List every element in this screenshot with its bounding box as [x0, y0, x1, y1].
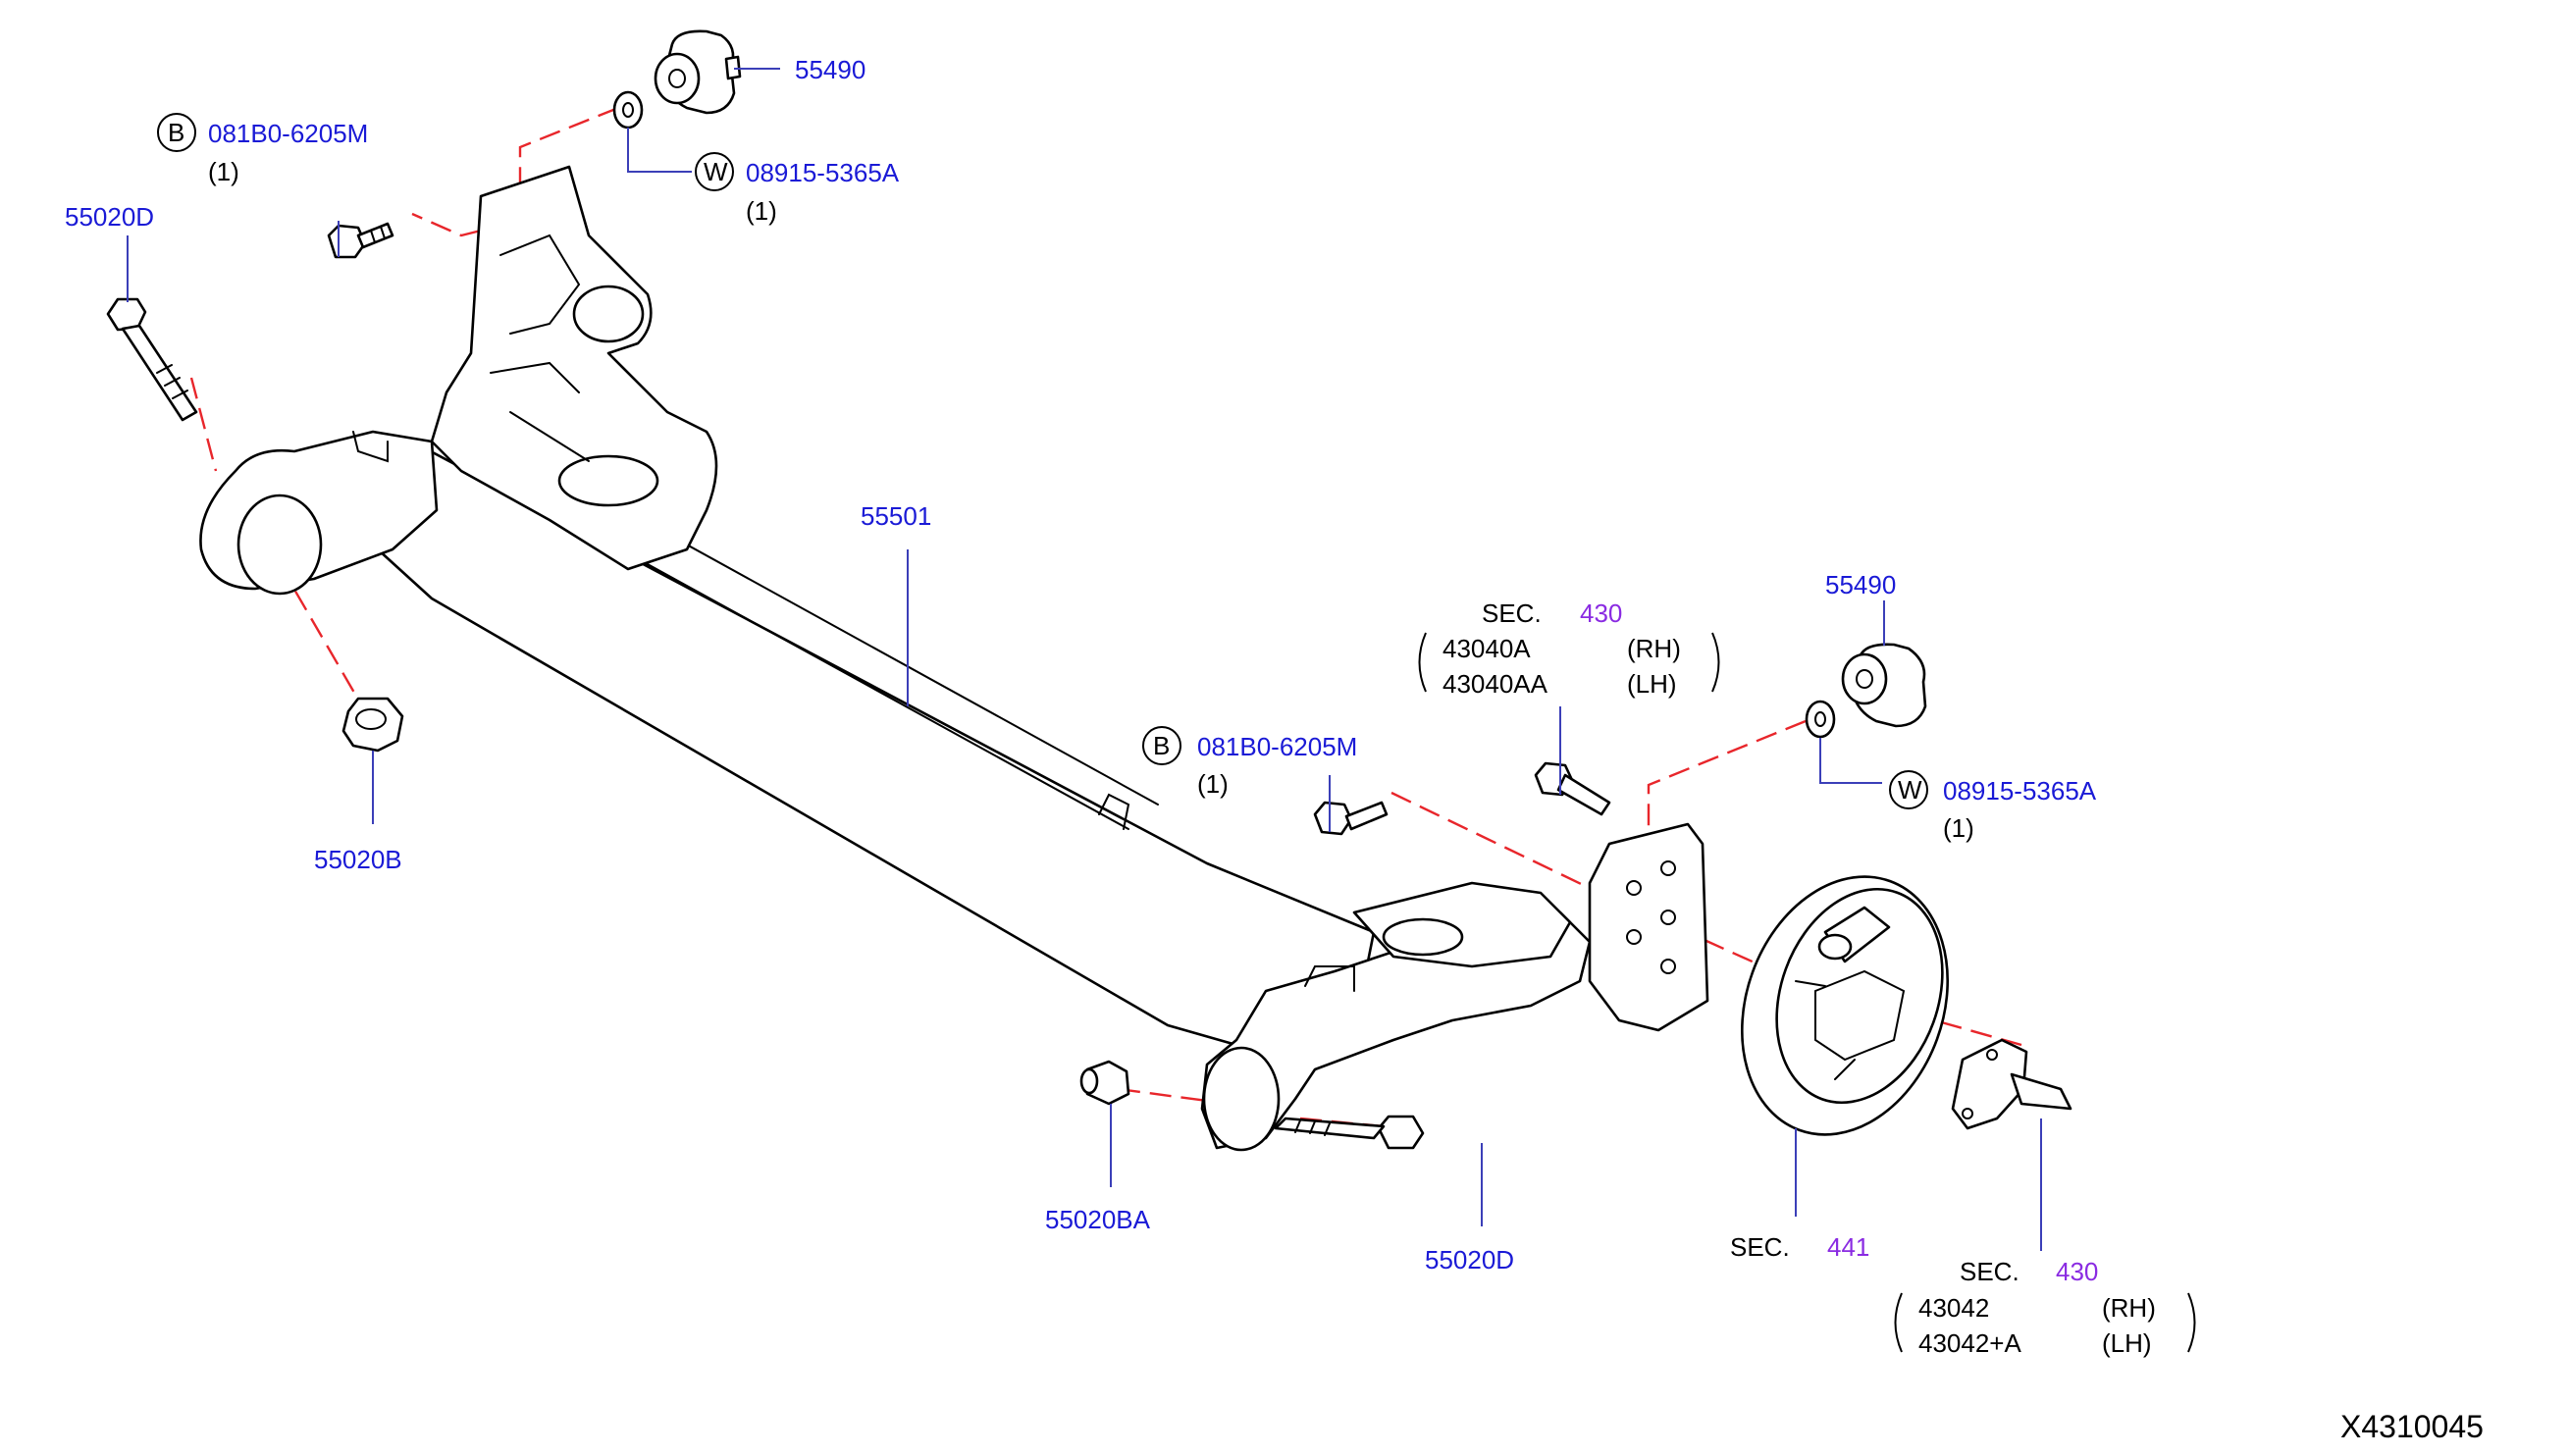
- bushing-55020ba: [1079, 1060, 1130, 1106]
- callout-nut-left: 55020B: [314, 845, 402, 874]
- nut-55020b-left: [341, 697, 404, 753]
- callout-bumper-top: 55490: [795, 55, 865, 84]
- part-number-55490-right: 55490: [1825, 570, 1896, 599]
- callout-beam: 55501: [861, 501, 931, 531]
- brake-backing-plate: [1740, 875, 1950, 1136]
- part-43040a: 43040A: [1442, 634, 1531, 663]
- bolt-b-letter: B: [168, 118, 184, 147]
- qty-08915-top: (1): [746, 196, 777, 226]
- bolt-b-letter: B: [1153, 731, 1170, 760]
- part-number-081b0-mid: 081B0-6205M: [1197, 732, 1357, 761]
- callout-sec-430-bottom: SEC. 430 43042 (RH) 43042+A (LH): [1894, 1257, 2196, 1358]
- part-43042a: 43042+A: [1918, 1328, 2021, 1358]
- paren-left: [1894, 1292, 1903, 1353]
- axle-hub-43042: [1951, 1038, 2072, 1130]
- bolt-b-circle-icon: [157, 113, 196, 152]
- bolt-43040a: [1534, 761, 1611, 816]
- callout-sec-441: SEC. 441: [1730, 1232, 1869, 1262]
- sec-441-label: SEC.: [1730, 1232, 1790, 1262]
- paren-left: [1418, 632, 1427, 693]
- part-number-55020ba: 55020BA: [1045, 1205, 1151, 1234]
- bolt-081b0-mid: [1313, 801, 1389, 836]
- part-number-08915-top: 08915-5365A: [746, 158, 900, 187]
- axle-beam-55501: [199, 165, 1709, 1152]
- paren-right: [1711, 632, 1720, 693]
- sec-441-number: 441: [1827, 1232, 1869, 1262]
- callout-washer-top: W 08915-5365A (1): [695, 152, 900, 226]
- part-43040aa-side: (LH): [1627, 669, 1677, 699]
- washer-08915-top: [612, 90, 644, 130]
- bolt-55020d-left: [106, 297, 198, 422]
- qty-08915-right: (1): [1943, 813, 1974, 843]
- washer-w-circle-icon: [1889, 770, 1928, 809]
- washer-w-letter: W: [704, 157, 728, 186]
- bolt-b-circle-icon: [1142, 726, 1181, 765]
- callout-bolt-left: 55020D: [65, 202, 154, 232]
- part-43042-side: (RH): [2102, 1293, 2156, 1323]
- part-43040a-side: (RH): [1627, 634, 1681, 663]
- washer-08915-right: [1805, 700, 1836, 739]
- part-number-08915-right: 08915-5365A: [1943, 776, 2097, 806]
- part-number-55490-top: 55490: [795, 55, 865, 84]
- sec-430-bottom-label: SEC.: [1960, 1257, 2019, 1286]
- callout-bumper-right: 55490: [1825, 570, 1896, 599]
- part-number-55020d-left: 55020D: [65, 202, 154, 232]
- part-43040aa: 43040AA: [1442, 669, 1548, 699]
- part-number-55020d-bottom: 55020D: [1425, 1245, 1514, 1274]
- washer-w-circle-icon: [695, 152, 734, 191]
- part-number-55501: 55501: [861, 501, 931, 531]
- part-number-081b0-top: 081B0-6205M: [208, 119, 368, 148]
- callout-bolt-top: B 081B0-6205M (1): [157, 113, 368, 186]
- callout-bolt-mid: B 081B0-6205M (1): [1142, 726, 1357, 799]
- paren-right: [2187, 1292, 2196, 1353]
- bumper-55490-top: [654, 29, 742, 115]
- sec-430-bottom-number: 430: [2056, 1257, 2098, 1286]
- diagram-code: X4310045: [2340, 1409, 2484, 1444]
- sec-430-top-number: 430: [1580, 598, 1622, 628]
- qty-081b0-mid: (1): [1197, 769, 1229, 799]
- sec-430-top-label: SEC.: [1482, 598, 1542, 628]
- part-number-55020b: 55020B: [314, 845, 402, 874]
- callout-bushing: 55020BA: [1045, 1205, 1151, 1234]
- callout-bolt-bottom: 55020D: [1425, 1245, 1514, 1274]
- bumper-55490-right: [1841, 643, 1927, 728]
- part-43042a-side: (LH): [2102, 1328, 2152, 1358]
- callout-washer-right: W 08915-5365A (1): [1889, 770, 2097, 843]
- part-43042: 43042: [1918, 1293, 1989, 1323]
- leader-lines: [127, 68, 2042, 1251]
- qty-081b0-top: (1): [208, 157, 239, 186]
- callout-sec-430-top: SEC. 430 43040A (RH) 43040AA (LH): [1418, 598, 1720, 699]
- washer-w-letter: W: [1898, 775, 1922, 805]
- bolt-55020d-bottom: [1274, 1115, 1425, 1150]
